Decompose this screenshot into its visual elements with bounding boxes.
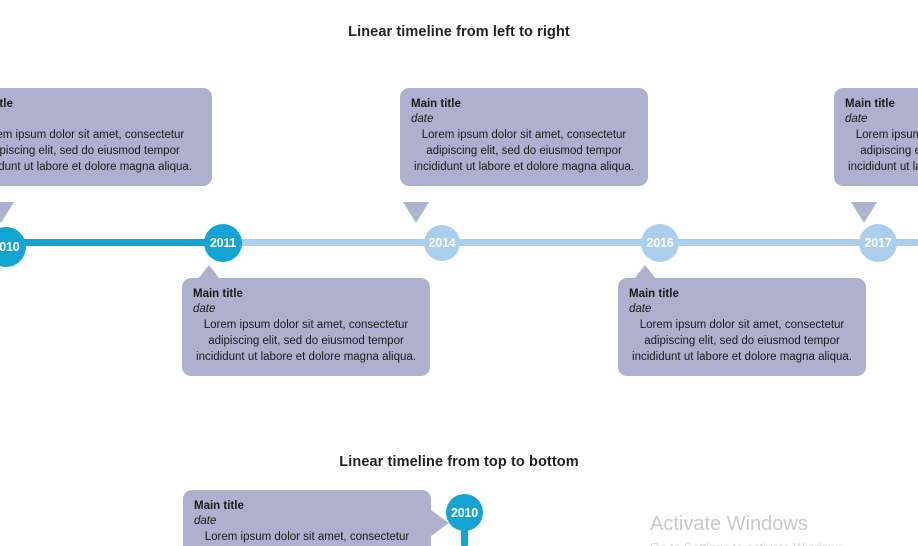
timeline-marker-2011[interactable]: 2011 xyxy=(204,224,242,262)
callout-date: date xyxy=(411,112,434,125)
section-title-left-to-right: Linear timeline from left to right xyxy=(348,24,570,40)
callout-tail-2016-below xyxy=(634,265,656,279)
callout-body-line-3: incididunt ut labore et dolore magna ali… xyxy=(196,351,416,364)
callout-body-line-2: adipiscing elit, sed do eiusmod tempor xyxy=(0,144,180,157)
timeline-marker-2014[interactable]: 2014 xyxy=(424,225,460,261)
callout-body-line-1: Lorem ipsum dolor sit amet, consectetur xyxy=(639,318,845,331)
callout-2011-below[interactable]: Main title date Lorem ipsum dolor sit am… xyxy=(182,278,430,376)
callout-date: date xyxy=(629,302,652,315)
callout-body-line-2: adipiscing elit, sed do eiusmod tempor xyxy=(426,144,622,157)
callout-title: Main title xyxy=(0,98,13,110)
callout-date: date xyxy=(845,112,868,125)
callout-body-line-1: Lorem ipsum dolor sit amet, consectetur xyxy=(204,530,410,543)
callout-body-line-1: Lorem ipsum dolor sit amet, consectetur xyxy=(855,128,918,141)
callout-body-line-2: adipiscing elit, sed do eiusmod tempor xyxy=(860,144,918,157)
windows-activation-watermark: Activate Windows Go to Settings to activ… xyxy=(650,512,847,546)
axis-segment-2011-2014 xyxy=(238,239,428,246)
callout-title: Main title xyxy=(845,98,895,110)
axis-segment-2010-2011 xyxy=(0,239,210,246)
marker-year-label: 2010 xyxy=(450,505,478,520)
callout-2010-above[interactable]: Main title date Lorem ipsum dolor sit am… xyxy=(0,88,212,186)
callout-tail-2011-below xyxy=(198,265,220,279)
callout-date: date xyxy=(194,514,217,527)
callout-date: date xyxy=(193,302,216,315)
callout-body-line-3: incididunt ut labore et dolore magna ali… xyxy=(414,161,634,174)
marker-year-label: 2011 xyxy=(209,236,237,250)
callout-title: Main title xyxy=(411,98,461,110)
marker-year-label: 2017 xyxy=(864,236,892,250)
callout-body-line-2: adipiscing elit, sed do eiusmod tempor xyxy=(644,334,840,347)
callout-2017-above[interactable]: Main title date Lorem ipsum dolor sit am… xyxy=(834,88,918,186)
callout-body-line-1: Lorem ipsum dolor sit amet, consectetur xyxy=(421,128,627,141)
callout-title: Main title xyxy=(193,288,243,300)
timeline-marker-vertical-2010[interactable]: 2010 xyxy=(446,494,483,531)
callout-body-line-3: incididunt ut labore et dolore magna ali… xyxy=(848,161,918,174)
callout-body-line-1: Lorem ipsum dolor sit amet, consectetur xyxy=(203,318,409,331)
timeline-marker-2017[interactable]: 2017 xyxy=(859,224,897,262)
axis-segment-2017-end xyxy=(895,239,918,246)
watermark-title: Activate Windows xyxy=(650,513,808,535)
callout-tail-2017-above xyxy=(851,202,877,223)
callout-title: Main title xyxy=(629,288,679,300)
callout-tail-2014-above xyxy=(403,202,429,223)
axis-segment-2016-2017 xyxy=(675,239,862,246)
marker-year-label: 2016 xyxy=(646,236,674,250)
callout-2014-above[interactable]: Main title date Lorem ipsum dolor sit am… xyxy=(400,88,648,186)
marker-year-label: 2014 xyxy=(428,236,456,250)
callout-2016-below[interactable]: Main title date Lorem ipsum dolor sit am… xyxy=(618,278,866,376)
timeline-marker-2016[interactable]: 2016 xyxy=(641,224,679,262)
callout-tail-2010-above xyxy=(0,202,14,223)
vertical-axis-segment xyxy=(461,520,468,546)
watermark-subtitle: Go to Settings to activate Windows. xyxy=(650,540,847,546)
callout-body-line-3: incididunt ut labore et dolore magna ali… xyxy=(632,351,852,364)
callout-tail-2010-left xyxy=(431,510,449,536)
callout-2010-left[interactable]: Main title date Lorem ipsum dolor sit am… xyxy=(183,490,431,546)
callout-date: date xyxy=(0,112,201,127)
callout-body-line-1: Lorem ipsum dolor sit amet, consectetur xyxy=(0,128,185,141)
callout-title: Main title xyxy=(194,500,244,512)
callout-body-line-2: adipiscing elit, sed do eiusmod tempor xyxy=(208,334,404,347)
section-title-top-to-bottom: Linear timeline from top to bottom xyxy=(339,454,579,470)
marker-year-label: 2010 xyxy=(0,240,20,254)
timeline-marker-2010[interactable]: 2010 xyxy=(0,227,26,267)
callout-body-line-3: incididunt ut labore et dolore magna ali… xyxy=(0,161,192,174)
axis-segment-2014-2016 xyxy=(457,239,643,246)
